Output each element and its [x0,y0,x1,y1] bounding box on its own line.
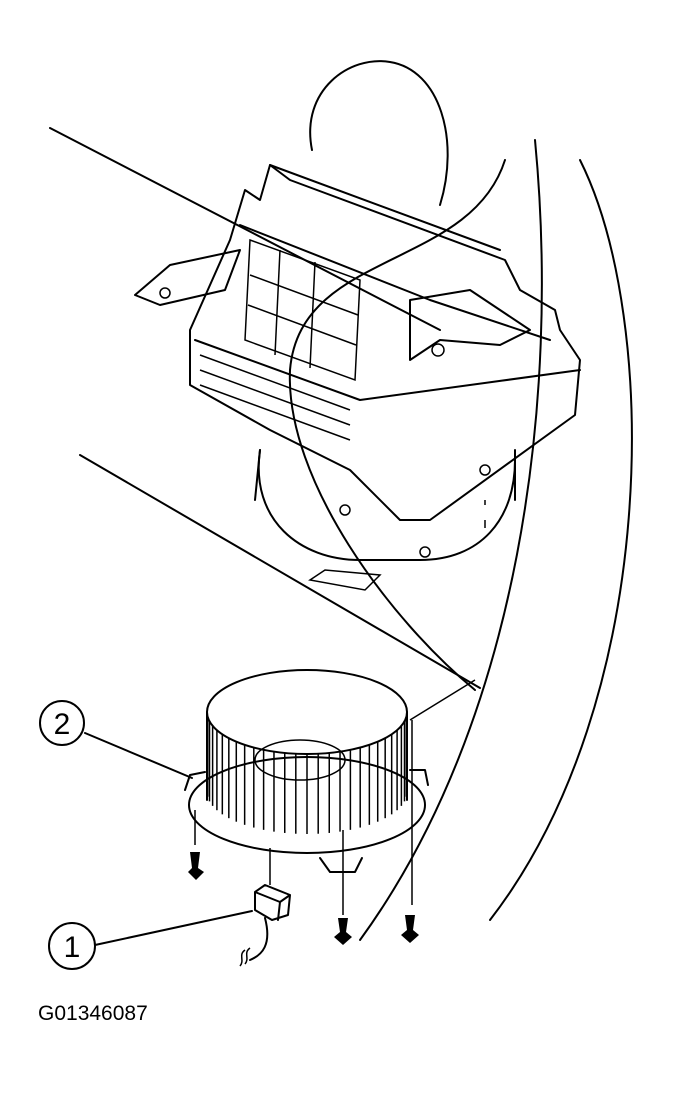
steering-arc [309,60,449,206]
blower-motor [184,669,429,873]
figure-id: G01346087 [38,1002,148,1025]
callout-number: 1 [64,931,81,964]
dash-curve-inner [288,159,506,691]
connector [239,884,291,967]
callout-number: 2 [54,708,71,741]
screw [334,918,352,945]
callout-1: 1 [48,910,253,970]
dash-curve-outer [489,159,633,921]
screw [188,852,204,880]
panel-edge-lower [79,454,481,689]
callout-2: 2 [39,700,193,779]
panel-edge-upper [49,127,441,331]
hvac-housing [134,164,581,591]
dash-curve-middle [359,139,543,941]
screw [401,915,419,943]
